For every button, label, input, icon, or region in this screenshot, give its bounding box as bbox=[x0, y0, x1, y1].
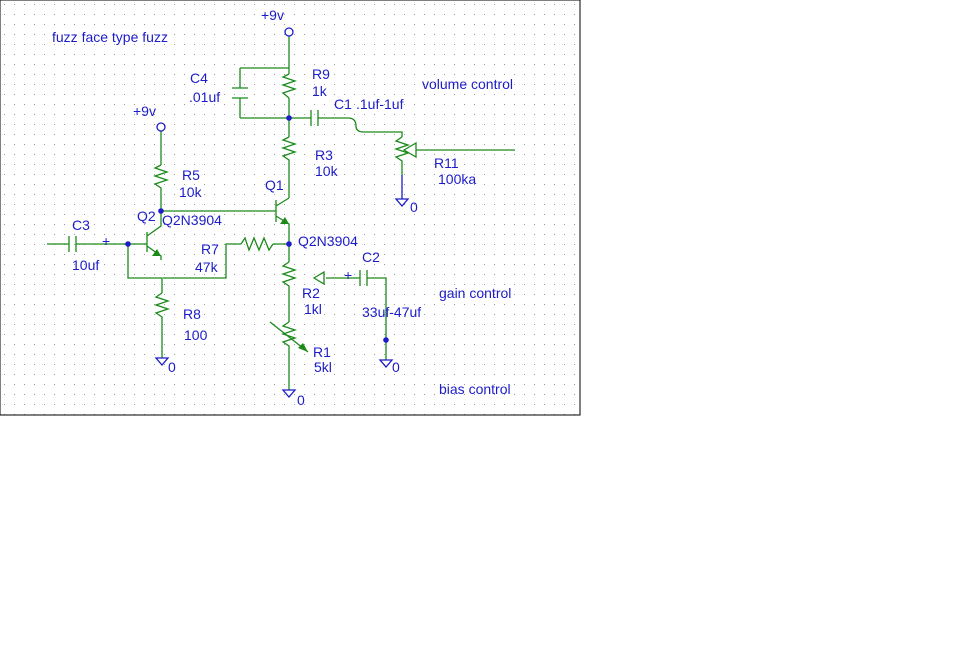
wires bbox=[47, 36, 515, 390]
c3-ref: C3 bbox=[72, 217, 90, 233]
r3-ref: R3 bbox=[315, 147, 333, 163]
r2-value: 1kl bbox=[304, 301, 322, 317]
q1-model: Q2N3904 bbox=[298, 233, 358, 249]
r3-value: 10k bbox=[315, 163, 339, 179]
r5-ref: R5 bbox=[182, 167, 200, 183]
r1-ref: R1 bbox=[313, 344, 331, 360]
ground-label: 0 bbox=[392, 359, 400, 375]
r8-value: 100 bbox=[184, 327, 208, 343]
junction-dot bbox=[286, 115, 292, 121]
resistor-r8 bbox=[153, 292, 171, 325]
bias-control-note: bias control bbox=[439, 381, 511, 397]
q2-ref: Q2 bbox=[137, 208, 156, 224]
resistor-r7 bbox=[240, 236, 274, 252]
ground-symbol bbox=[394, 175, 410, 207]
resistor-r3 bbox=[280, 136, 298, 163]
r11-ref: R11 bbox=[434, 155, 459, 171]
c3-polarity: + bbox=[102, 233, 110, 249]
supply-label-left: +9v bbox=[133, 103, 156, 119]
ground-label: 0 bbox=[168, 359, 176, 375]
junction-dot bbox=[158, 208, 164, 214]
capacitor-c2 bbox=[359, 270, 368, 286]
c2-polarity: + bbox=[344, 267, 352, 283]
r9-ref: R9 bbox=[312, 66, 330, 82]
offpage-port-gain bbox=[312, 270, 325, 286]
gain-control-note: gain control bbox=[439, 285, 511, 301]
resistor-r2 bbox=[280, 261, 298, 290]
r9-value: 1k bbox=[312, 83, 328, 99]
junction-dot bbox=[125, 241, 131, 247]
c4-value: .01uf bbox=[189, 89, 220, 105]
ground-symbol bbox=[378, 359, 394, 368]
potentiometer-r1 bbox=[280, 321, 298, 352]
transistor-q2-emitter-arrow bbox=[152, 249, 161, 256]
c4-ref: C4 bbox=[190, 70, 208, 86]
schematic-sheet bbox=[0, 0, 581, 416]
q1-ref: Q1 bbox=[265, 177, 284, 193]
q2-model: Q2N3904 bbox=[162, 212, 222, 228]
junction-dot bbox=[383, 337, 389, 343]
c1-ref: C1 bbox=[334, 96, 352, 112]
r7-ref: R7 bbox=[201, 241, 219, 257]
capacitor-c4 bbox=[232, 87, 248, 99]
ground-symbol bbox=[154, 357, 170, 366]
supply-terminal-top bbox=[284, 27, 294, 37]
capacitor-c1 bbox=[310, 110, 319, 126]
resistor-r5 bbox=[152, 164, 170, 190]
ground-symbol bbox=[281, 389, 297, 398]
schematic-title: fuzz face type fuzz bbox=[52, 29, 168, 45]
resistor-r9 bbox=[280, 73, 298, 99]
r5-value: 10k bbox=[179, 184, 203, 200]
c2-ref: C2 bbox=[362, 249, 380, 265]
r7-value: 47k bbox=[195, 259, 219, 275]
r8-ref: R8 bbox=[183, 306, 201, 322]
r1-value: 5kl bbox=[314, 359, 332, 375]
r2-ref: R2 bbox=[302, 285, 320, 301]
r11-value: 100ka bbox=[438, 171, 476, 187]
c1-value: .1uf-1uf bbox=[356, 96, 404, 112]
junction-dot bbox=[286, 241, 292, 247]
c3-value: 10uf bbox=[72, 257, 99, 273]
potentiometer-r1-arrow bbox=[298, 343, 308, 352]
supply-label-top: +9v bbox=[261, 7, 284, 23]
ground-label: 0 bbox=[297, 392, 305, 408]
capacitor-c3 bbox=[68, 236, 77, 252]
ground-label: 0 bbox=[410, 199, 418, 215]
volume-control-note: volume control bbox=[422, 76, 513, 92]
potentiometer-r11-wiper bbox=[402, 141, 417, 159]
transistor-q1-emitter-arrow bbox=[280, 217, 289, 224]
supply-terminal-left bbox=[156, 122, 166, 132]
potentiometer-r11 bbox=[393, 136, 411, 164]
c2-value: 33uf-47uf bbox=[362, 304, 421, 320]
